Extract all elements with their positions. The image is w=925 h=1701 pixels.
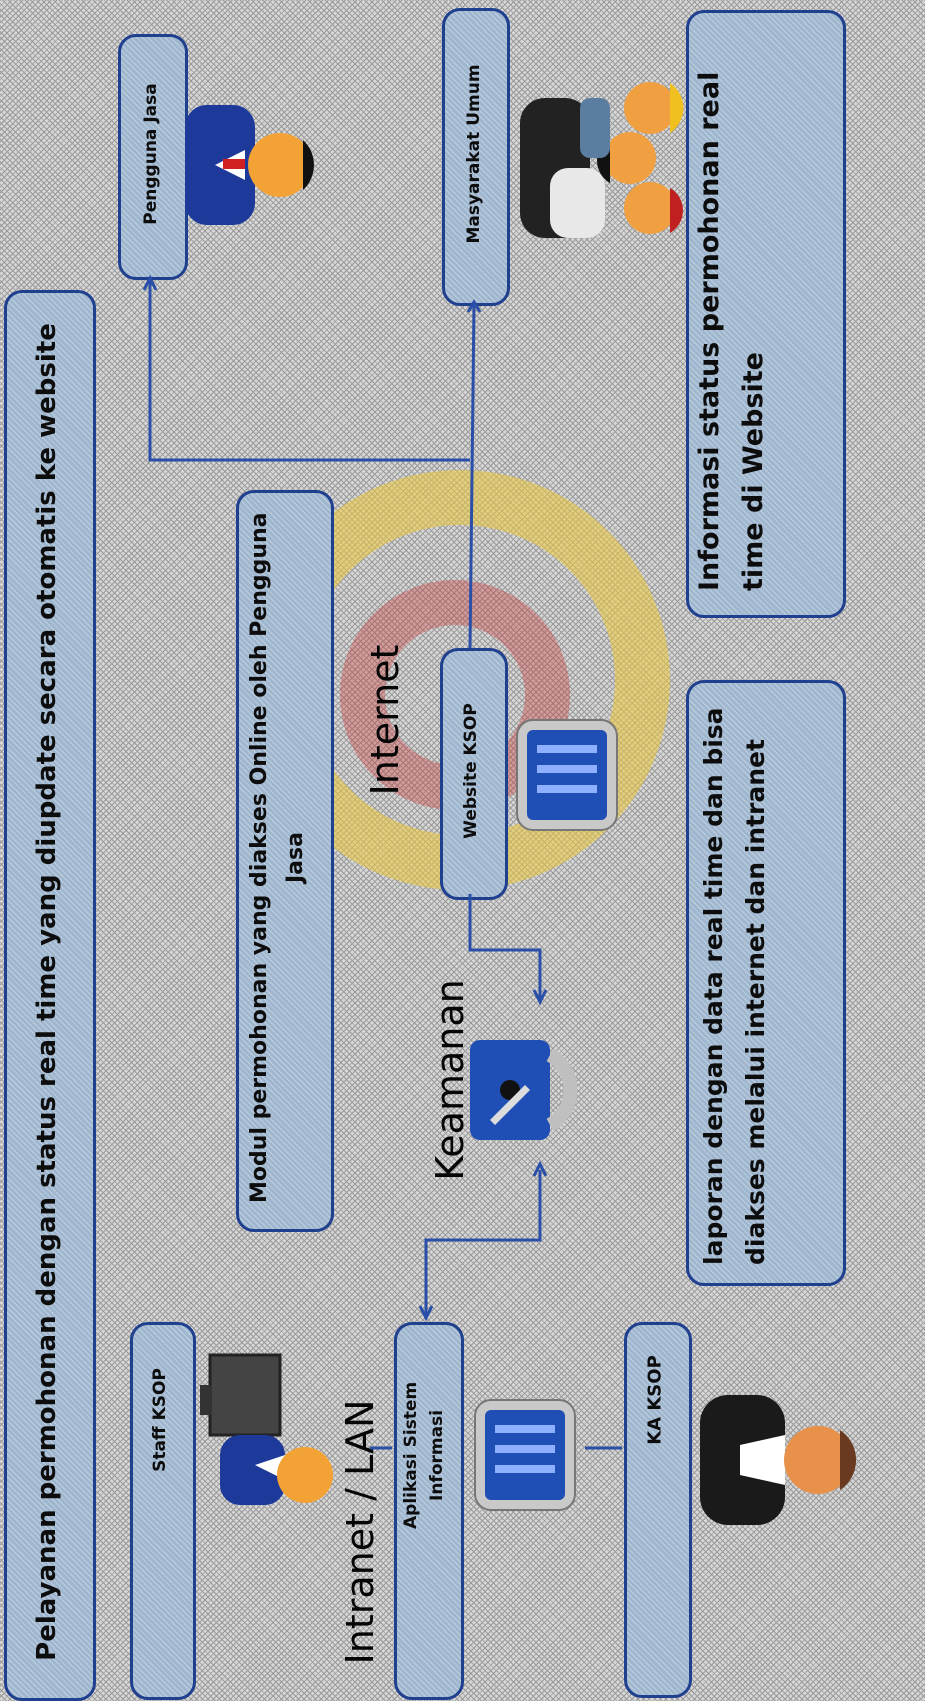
info-status-box (686, 10, 846, 618)
aplikasi-box (394, 1322, 464, 1700)
pengguna-jasa-box (118, 34, 188, 280)
modul-box (236, 490, 334, 1232)
server-icon (516, 719, 618, 831)
line-aplikasi-arrow (418, 1305, 434, 1322)
laporan-box (686, 680, 846, 1286)
padlock-icon (470, 1040, 578, 1140)
line-keamanan-arrow (532, 989, 548, 1006)
line-to-pengguna (148, 280, 470, 462)
ka-ksop-box (624, 1322, 692, 1698)
line-keamanan-up-arrow (532, 1160, 548, 1177)
server-icon-aplikasi (474, 1399, 576, 1511)
line-masyarakat-arrow (466, 299, 482, 313)
line-keamanan-aplikasi (424, 1170, 542, 1318)
staff-computer-icon (200, 1353, 333, 1505)
line-website-keamanan (468, 894, 542, 1000)
pelayanan-box (4, 290, 96, 1701)
website-box (440, 648, 508, 900)
manager-icon (700, 1395, 857, 1525)
people-group-icon (520, 82, 684, 238)
line-website-masyarakat (468, 304, 476, 649)
staff-box (130, 1322, 196, 1700)
line-pengguna-arrow (142, 274, 158, 291)
user-icon (185, 105, 314, 225)
masyarakat-box (442, 8, 510, 306)
